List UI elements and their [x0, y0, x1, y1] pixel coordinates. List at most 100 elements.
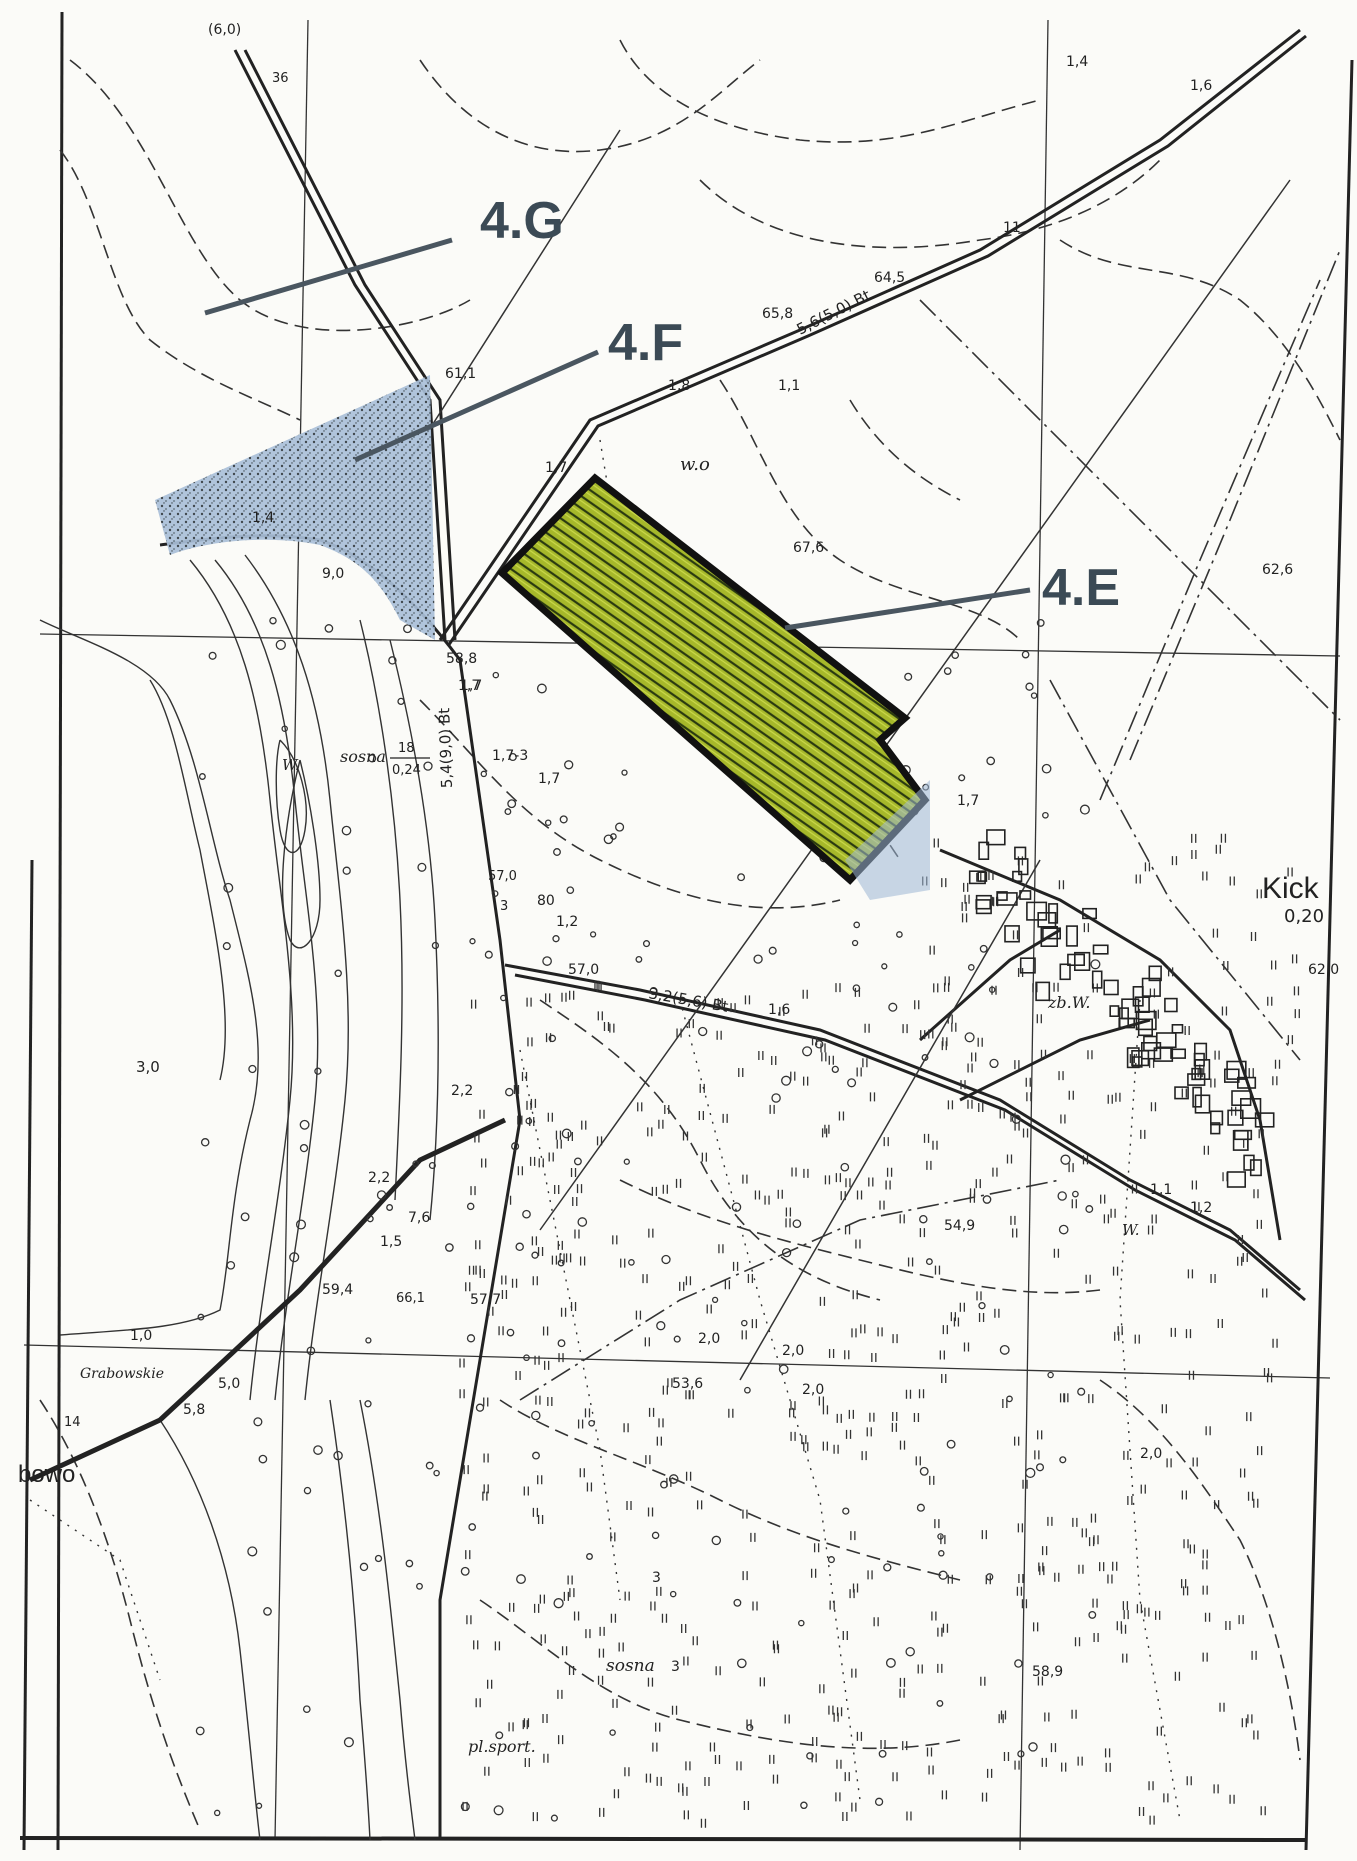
svg-text:61,1: 61,1: [445, 366, 476, 382]
forest-mark: [538, 1158, 544, 1168]
forest-mark: [914, 1000, 920, 1010]
forest-mark: [650, 1601, 656, 1611]
forest-mark: [730, 1003, 736, 1013]
tree-circle: [200, 1138, 210, 1147]
tree-circle: [660, 1480, 668, 1489]
building: [1193, 1052, 1205, 1067]
tree-circle: [374, 1554, 383, 1563]
tree-circle: [905, 1646, 915, 1657]
forest-mark: [1197, 1068, 1203, 1078]
forest-mark: [1104, 1748, 1111, 1758]
tree-circle: [492, 671, 500, 679]
forest-mark: [624, 1767, 630, 1777]
forest-mark: [473, 1640, 479, 1650]
tree-circle: [417, 862, 427, 872]
forest-mark: [842, 1812, 848, 1821]
forest-mark: [532, 1507, 539, 1517]
forest-mark: [844, 1350, 850, 1360]
forest-mark: [526, 997, 532, 1007]
forest-mark: [517, 1115, 523, 1125]
forest-mark: [892, 1411, 898, 1421]
tree-circle: [525, 1117, 533, 1125]
building: [996, 892, 1018, 906]
forest-mark: [508, 1722, 514, 1732]
village-buildings: [968, 829, 1275, 1188]
forest-mark: [899, 1677, 906, 1687]
forest-mark: [886, 1167, 893, 1177]
forest-mark: [1058, 880, 1065, 890]
tree-circle: [610, 833, 617, 840]
svg-text:67,6: 67,6: [793, 540, 824, 556]
forest-mark: [699, 1083, 705, 1093]
tree-circle: [736, 1658, 747, 1669]
forest-mark: [1114, 1331, 1120, 1341]
forest-mark: [560, 1307, 567, 1317]
forest-mark: [812, 1737, 818, 1747]
tree-circle: [1036, 618, 1045, 627]
tree-circle: [466, 1334, 476, 1343]
forest-mark: [527, 1037, 533, 1047]
tree-circle: [247, 1546, 258, 1557]
tree-circle: [623, 1158, 630, 1165]
forest-mark: [1022, 1479, 1028, 1489]
forest-mark: [1018, 1574, 1024, 1584]
forest-mark: [1088, 1394, 1094, 1404]
tree-circle: [445, 1243, 454, 1252]
forest-mark: [1229, 876, 1235, 886]
label-w3: W.: [1122, 1221, 1140, 1239]
forest-mark: [648, 1407, 655, 1417]
tree-circle: [577, 1217, 588, 1227]
tree-circle: [852, 984, 861, 993]
forest-mark: [459, 1358, 465, 1368]
forest-mark: [1136, 1604, 1143, 1614]
forest-mark: [1231, 1106, 1237, 1116]
forest-mark: [542, 1326, 549, 1336]
tree-circle: [403, 624, 412, 634]
svg-text:62,0: 62,0: [1308, 962, 1339, 978]
forest-mark: [1144, 862, 1151, 872]
forest-mark: [1237, 1256, 1243, 1266]
forest-mark: [980, 1676, 986, 1686]
svg-text:1,2: 1,2: [1190, 1200, 1212, 1216]
forest-mark: [803, 1442, 809, 1452]
forest-mark: [1034, 1450, 1040, 1460]
svg-text:1,7: 1,7: [545, 460, 567, 476]
tree-circle: [964, 1032, 975, 1043]
tree-circle: [656, 1321, 666, 1331]
forest-mark: [861, 1451, 867, 1461]
forest-mark: [523, 1718, 530, 1728]
forest-mark: [682, 1786, 688, 1796]
forest-mark: [999, 1109, 1005, 1119]
forest-mark: [1060, 1114, 1066, 1124]
forest-mark: [1014, 1060, 1020, 1070]
forest-mark: [926, 1160, 932, 1170]
forest-mark: [685, 1276, 692, 1286]
tree-circle: [223, 882, 234, 893]
tree-circle: [946, 1439, 956, 1449]
forest-mark: [1088, 1537, 1095, 1547]
tree-circle: [359, 1562, 369, 1572]
forest-mark: [947, 1100, 954, 1110]
tree-circle: [195, 1726, 205, 1736]
tree-circle: [885, 1657, 896, 1668]
forest-mark: [1167, 967, 1174, 977]
tree-circle: [553, 1598, 564, 1609]
tree-circle: [1041, 763, 1052, 774]
forest-mark: [1213, 1784, 1219, 1794]
tree-circle: [1059, 1456, 1067, 1464]
forest-mark: [828, 1349, 835, 1359]
forest-mark: [1221, 1006, 1228, 1016]
forest-mark: [717, 998, 723, 1008]
forest-mark: [688, 1019, 694, 1029]
forest-mark: [1191, 1180, 1198, 1190]
forest-mark: [919, 1228, 926, 1238]
building: [1143, 1035, 1158, 1052]
forest-mark: [923, 1133, 930, 1143]
tree-circle: [1079, 804, 1090, 815]
tree-circle: [531, 1251, 539, 1259]
svg-text:65,8: 65,8: [762, 306, 793, 322]
forest-mark: [598, 1648, 605, 1658]
tree-circle: [1058, 1224, 1069, 1235]
forest-mark: [1103, 1214, 1110, 1224]
